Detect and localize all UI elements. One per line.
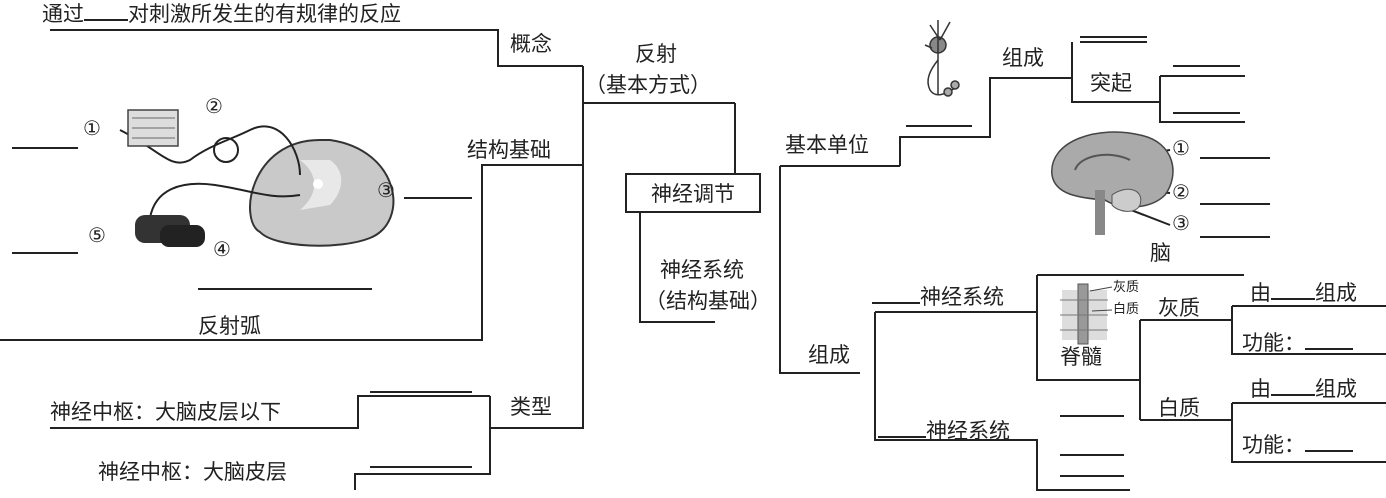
blank-white-function (1305, 433, 1353, 452)
right-bracket (779, 166, 860, 374)
effector-muscle (135, 215, 205, 247)
concept-label: 概念 (510, 32, 552, 56)
center-node: 神经调节 (625, 173, 761, 213)
concept-connector (50, 29, 583, 67)
neuron-illustration (924, 20, 960, 97)
blank-peripheral (878, 419, 926, 438)
types-label: 类型 (510, 395, 552, 419)
reflex-arc-illustration (119, 109, 395, 247)
reflex-arc-label: 反射弧 (198, 314, 261, 338)
blank-gray-function (1305, 331, 1353, 350)
marker-3: ③ (377, 178, 395, 202)
neuron-composition-label: 组成 (1002, 46, 1044, 70)
nervous-system-subtitle: （结构基础） (645, 289, 771, 313)
spinal-cord-inset (1060, 283, 1113, 345)
marker-2: ② (205, 94, 223, 118)
structure-basis-connector (0, 164, 583, 341)
spinal-cord-label: 脊髓 (1060, 345, 1102, 369)
type-item-1: 神经中枢：大脑皮层以下 (50, 400, 281, 424)
type-item-2: 神经中枢：大脑皮层 (98, 460, 287, 484)
motor-nerve (149, 182, 301, 219)
white-made-of-prefix: 由 (1250, 377, 1271, 401)
top-concept-text: 通过 对刺激所发生的有规律的反应 (42, 2, 401, 25)
reflex-title: 反射 (635, 42, 677, 66)
receptor-skin (127, 109, 179, 147)
brain-illustration (1051, 131, 1174, 235)
brain-label: 脑 (1150, 241, 1171, 265)
basic-unit-label: 基本单位 (785, 133, 869, 157)
blank-gray-made-of (1271, 281, 1315, 300)
inset-gray-label: 灰质 (1113, 280, 1140, 295)
central-nervous-system: 神经系统 (872, 285, 1004, 308)
gray-made-of-suffix: 组成 (1315, 281, 1357, 305)
gray-matter-made-of: 由 组成 (1250, 281, 1357, 304)
nervous-system-title: 神经系统 (660, 258, 744, 282)
nervous-system-connector (639, 213, 715, 323)
white-function-text: 功能： (1242, 433, 1305, 457)
peripheral-nervous-system: 神经系统 (878, 419, 1010, 442)
white-matter-function: 功能： (1242, 433, 1353, 456)
gray-matter-label: 灰质 (1158, 296, 1200, 320)
structure-basis-label: 结构基础 (467, 138, 551, 162)
composition-bracket (874, 312, 1130, 491)
ganglion (213, 137, 239, 163)
composition-label: 组成 (808, 343, 850, 367)
inset-white-label: 白质 (1113, 302, 1140, 317)
cerebellum (1111, 188, 1142, 212)
central-system-text: 神经系统 (920, 285, 1004, 309)
gray-made-of-prefix: 由 (1250, 281, 1271, 305)
sensory-nerve (119, 125, 301, 176)
reflex-subtitle: （基本方式） (585, 73, 711, 97)
brainstem (1095, 190, 1105, 235)
blank-white-made-of (1271, 377, 1315, 396)
marker-4: ④ (213, 237, 231, 261)
marker-5: ⑤ (88, 223, 106, 247)
top-text-suffix: 对刺激所发生的有规律的反应 (128, 2, 401, 26)
marker-1: ① (83, 116, 101, 140)
top-text-prefix: 通过 (42, 2, 84, 26)
peripheral-system-text: 神经系统 (926, 419, 1010, 443)
brain-marker-3: ③ (1172, 211, 1190, 235)
white-matter-label: 白质 (1158, 396, 1200, 420)
process-label: 突起 (1090, 71, 1132, 95)
blank-top (84, 2, 128, 21)
blank-central (872, 285, 920, 304)
white-made-of-suffix: 组成 (1315, 377, 1357, 401)
white-matter-made-of: 由 组成 (1250, 377, 1357, 400)
brain-marker-1: ① (1172, 136, 1190, 160)
reflex-left-bracket (490, 66, 584, 429)
gray-function-text: 功能： (1242, 331, 1305, 355)
types-bracket (354, 396, 491, 490)
gray-matter-function: 功能： (1242, 331, 1353, 354)
brain-marker-2: ② (1172, 180, 1190, 204)
